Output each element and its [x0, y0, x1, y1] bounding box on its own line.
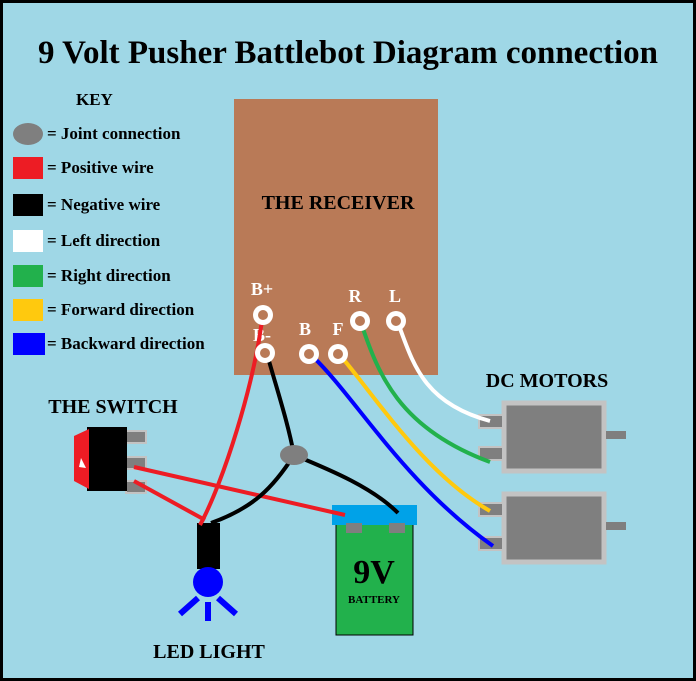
receiver-terminals [253, 305, 406, 364]
key-label-left: = Left direction [47, 231, 161, 250]
key-heading: KEY [76, 90, 113, 109]
terminal-label-l: L [389, 286, 401, 306]
diagram-canvas: 9 Volt Pusher Battlebot Diagram connecti… [3, 3, 693, 678]
terminal-label-f: F [333, 319, 344, 339]
wiring-diagram: THE RECEIVER B+ B- B F R L DC MOTORS [48, 99, 626, 663]
negative-wire-receiver-to-joint [265, 353, 296, 456]
positive-wire-switch-to-battery [133, 465, 346, 517]
forward-swatch [13, 299, 43, 321]
negative-swatch [13, 194, 43, 216]
negative-wire-joint-to-led [210, 453, 296, 525]
right-swatch [13, 265, 43, 287]
terminal-label-b-plus: B+ [251, 279, 273, 299]
key-label-forward: = Forward direction [47, 300, 195, 319]
key-item-negative: = Negative wire [13, 192, 160, 218]
motors-label: DC MOTORS [486, 370, 608, 392]
positive-wire-to-led [198, 311, 265, 526]
dc-motor-bottom [478, 491, 626, 565]
receiver-label: THE RECEIVER [262, 192, 415, 214]
switch [74, 427, 147, 494]
backward-swatch [13, 333, 45, 355]
terminal-label-r: R [349, 286, 363, 306]
wires [133, 311, 495, 548]
led-light [178, 523, 238, 621]
forward-direction-wire [337, 352, 491, 513]
joint-connection [280, 445, 308, 465]
key-label-positive: = Positive wire [47, 158, 154, 177]
positive-wire-switch-to-led [133, 479, 206, 522]
key-label-negative: = Negative wire [47, 195, 161, 214]
backward-direction-wire [308, 352, 495, 548]
left-direction-wire [396, 322, 491, 423]
battery-sublabel: BATTERY [348, 594, 400, 606]
receiver-box [234, 99, 438, 375]
key-label-joint: = Joint connection [47, 124, 181, 143]
key-item-forward: = Forward direction [13, 297, 194, 323]
key-item-right: = Right direction [13, 263, 171, 289]
key-item-joint: = Joint connection [13, 121, 180, 147]
terminal-label-b: B [299, 319, 311, 339]
left-swatch [13, 230, 43, 252]
led-label: LED LIGHT [153, 641, 265, 663]
negative-wire-joint-to-battery [293, 453, 400, 515]
dc-motor-top [478, 400, 626, 474]
battery-label: 9V [353, 554, 395, 591]
switch-label: THE SWITCH [48, 396, 178, 418]
key-label-backward: = Backward direction [47, 334, 205, 353]
joint-swatch [13, 123, 43, 145]
diagram-title: 9 Volt Pusher Battlebot Diagram connecti… [38, 35, 658, 71]
positive-swatch [13, 157, 43, 179]
key-item-backward: = Backward direction [13, 331, 205, 357]
key-item-left: = Left direction [13, 228, 160, 254]
right-direction-wire [359, 322, 491, 464]
key-label-right: = Right direction [47, 266, 171, 285]
key-item-positive: = Positive wire [13, 155, 154, 181]
